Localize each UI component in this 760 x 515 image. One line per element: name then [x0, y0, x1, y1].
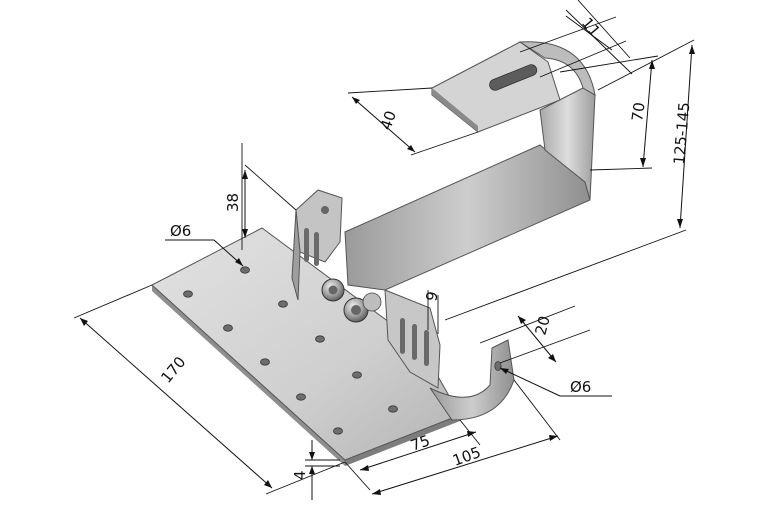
dim-105: 105	[450, 443, 483, 470]
plate-hole	[352, 371, 362, 379]
dim-70: 70	[628, 101, 648, 122]
hook-arm	[344, 144, 591, 291]
top-tab-slot	[489, 64, 538, 91]
dim-phi6-left: Ø6	[170, 222, 191, 240]
hook-top-tab-edge	[432, 88, 478, 132]
plate-hole	[240, 266, 250, 274]
bolt-nut-upper-center	[328, 285, 338, 295]
plate-hole	[388, 405, 398, 413]
dim-phi6-right: Ø6	[570, 378, 591, 396]
roof-hook-part	[151, 41, 596, 466]
dim-20: 20	[531, 314, 553, 337]
dim-4: 4	[291, 470, 309, 480]
dim-75: 75	[408, 431, 432, 454]
bracket-slot	[314, 232, 319, 266]
dim-170: 170	[157, 353, 189, 387]
base-plate-side	[345, 415, 460, 466]
plate-holes	[183, 266, 398, 435]
bracket-slot	[400, 318, 405, 354]
upright-bracket-left-face	[291, 209, 301, 301]
bottom-hook-tab	[429, 339, 515, 421]
plate-hole	[333, 427, 343, 435]
plate-hole	[278, 300, 288, 308]
dim-38: 38	[224, 193, 242, 212]
base-plate-edge	[152, 285, 345, 466]
plate-hole	[223, 324, 233, 332]
plate-hole	[296, 393, 306, 401]
bracket-slot	[424, 330, 429, 366]
bolt-nut-lower-center	[351, 305, 361, 315]
base-plate	[151, 227, 461, 461]
dim-40: 40	[377, 108, 400, 132]
bracket-hole	[321, 206, 329, 214]
plate-hole	[315, 335, 325, 343]
dim-9: 9	[422, 290, 442, 303]
tab-hole	[494, 361, 502, 371]
bracket-slot	[304, 228, 309, 262]
plate-hole	[260, 358, 270, 366]
washer	[362, 292, 382, 312]
dim-125-145: 125-145	[670, 101, 693, 165]
bracket-slot	[412, 324, 417, 360]
plate-hole	[183, 290, 193, 298]
dim-11: 11	[578, 14, 604, 40]
